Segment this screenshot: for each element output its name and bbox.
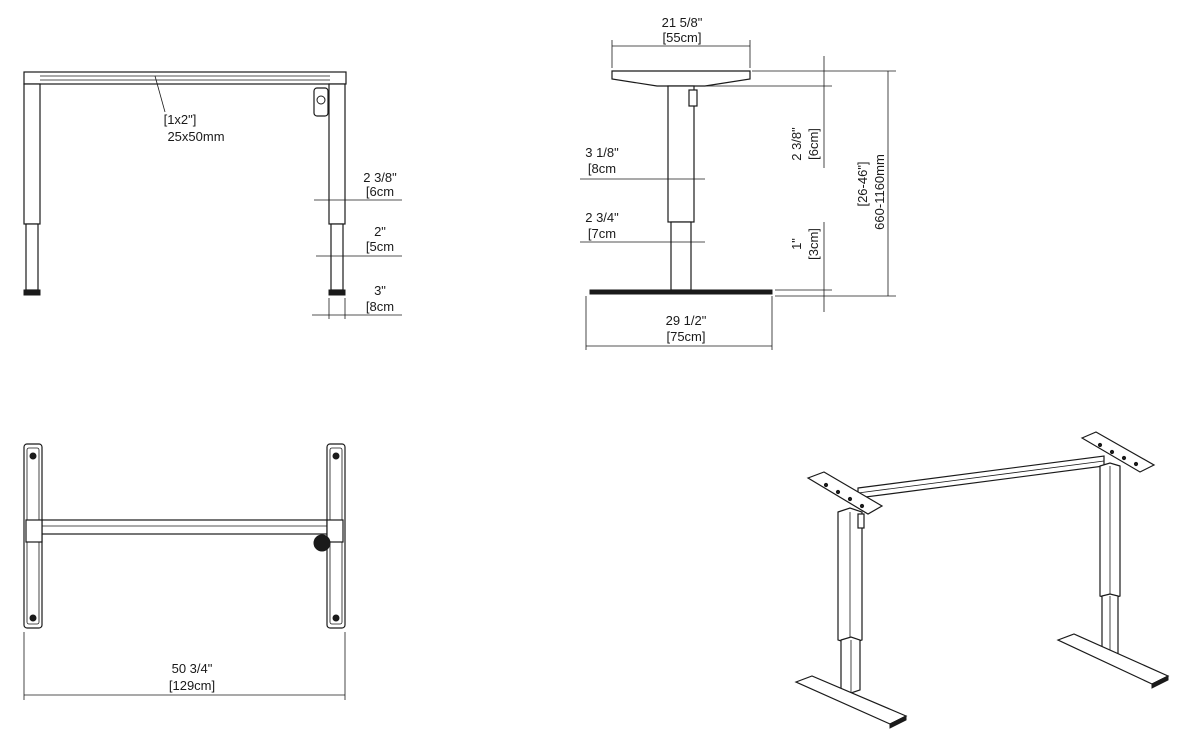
side-top-plate (611, 70, 751, 87)
iso-motor (857, 513, 865, 529)
side-upper-col-metric-label: [8cm (588, 161, 616, 176)
top-width-metric-label: [129cm] (169, 678, 215, 693)
side-upper-col-imperial-label: 3 1/8" (585, 145, 619, 160)
side-base-width-imperial-label: 29 1/2" (666, 313, 707, 328)
side-motor (688, 89, 698, 107)
front-left-leg-lower (25, 223, 39, 291)
front-right-leg-upper (328, 83, 346, 225)
front-left-leg-upper (23, 83, 41, 225)
front-right-foot (328, 289, 346, 296)
front-lower-col-metric-label: [5cm (366, 239, 394, 254)
side-height-imperial-label: [26-46"] (855, 161, 870, 206)
front-foot-metric-label: [8cm (366, 299, 394, 314)
side-view: 21 5/8" [55cm] 3 1/8" [8cm 2 3/4" [7cm 2… (580, 15, 896, 350)
front-left-foot (23, 289, 41, 296)
side-base-width-metric-label: [75cm] (666, 329, 705, 344)
front-right-leg-lower (330, 223, 344, 291)
side-lower-col-imperial-label: 2 3/4" (585, 210, 619, 225)
side-column-lower (670, 221, 692, 291)
side-top-width-imperial-label: 21 5/8" (662, 15, 703, 30)
top-view: 50 3/4" [129cm] (23, 443, 346, 700)
front-lower-col-imperial-label: 2" (374, 224, 386, 239)
side-base-foot (589, 289, 773, 295)
top-right-column (326, 519, 344, 543)
iso-left-bracket (806, 471, 884, 515)
top-crossbar (41, 519, 328, 535)
front-upper-col-metric-label: [6cm (366, 184, 394, 199)
front-foot-imperial-label: 3" (374, 283, 386, 298)
beam-size-imperial-label: [1x2"] (164, 112, 197, 127)
side-base-plate-metric-label: [3cm] (806, 228, 821, 260)
side-top-plate-metric-label: [6cm] (806, 128, 821, 160)
top-left-column (25, 519, 43, 543)
beam-size-metric-label: 25x50mm (167, 129, 224, 144)
side-base-plate-imperial-label: 1" (789, 238, 804, 250)
top-width-imperial-label: 50 3/4" (172, 661, 213, 676)
side-top-width-metric-label: [55cm] (662, 30, 701, 45)
side-height-metric-label: 660-1160mm (872, 154, 887, 230)
side-top-plate-imperial-label: 2 3/8" (789, 127, 804, 161)
front-crossbar (23, 71, 347, 85)
side-lower-col-metric-label: [7cm (588, 226, 616, 241)
front-upper-col-imperial-label: 2 3/8" (363, 170, 397, 185)
front-motor-housing (313, 87, 329, 117)
isometric-view (794, 431, 1170, 729)
top-motor (313, 534, 331, 552)
iso-left-column-lower (840, 636, 861, 694)
front-view: [1x2"] 25x50mm 2 3/8" [6cm 2" [5cm 3" [8… (23, 71, 402, 319)
beam-leader-line (154, 75, 166, 113)
